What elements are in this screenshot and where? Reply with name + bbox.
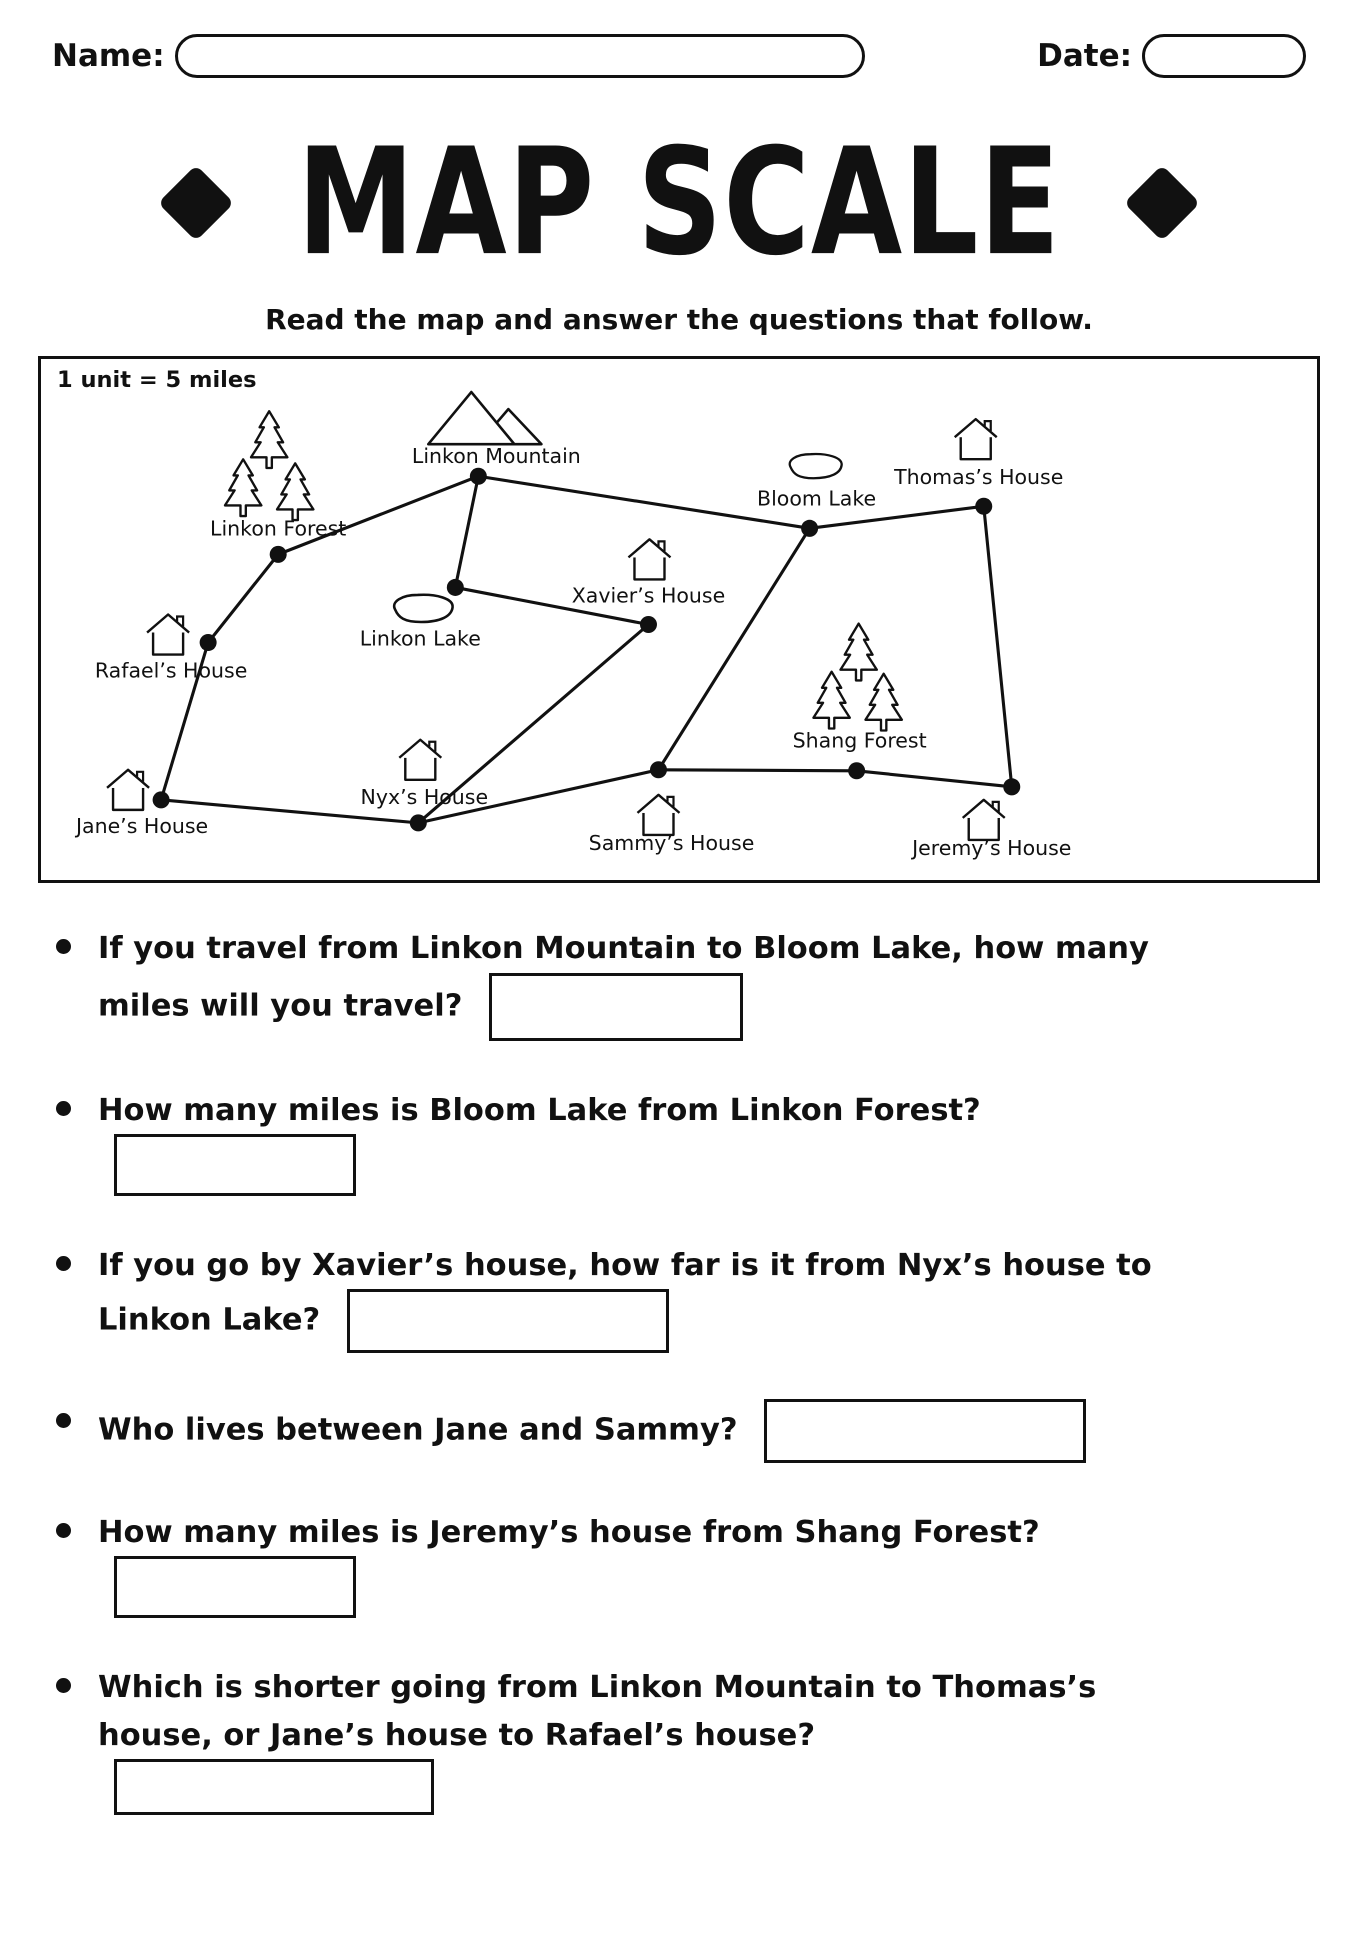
- diamond-icon: [157, 164, 235, 241]
- map-box: 1 unit = 5 miles: [38, 356, 1320, 884]
- lake-icon: [392, 593, 455, 624]
- answer-box[interactable]: [489, 972, 744, 1041]
- answer-box[interactable]: [114, 1133, 356, 1196]
- pine-trees-icon: [812, 622, 904, 733]
- house-icon: [145, 613, 191, 657]
- bullet-icon: [56, 1255, 71, 1271]
- map-location-label: Jane’s House: [74, 814, 208, 838]
- question-item: Which is shorter going from Linkon Mount…: [54, 1664, 1298, 1815]
- title-row: MAP SCALE: [0, 116, 1358, 288]
- worksheet-page: Name: Date: MAP SCALE Read the map and a…: [0, 34, 1358, 1954]
- house-icon: [636, 794, 681, 837]
- mountain-icon: [427, 391, 543, 446]
- date-label: Date:: [1037, 38, 1132, 74]
- page-title: MAP SCALE: [296, 115, 1061, 289]
- house-icon: [953, 418, 998, 461]
- map-location-label: Rafael’s House: [95, 659, 247, 683]
- answer-box[interactable]: [764, 1399, 1087, 1464]
- bullet-icon: [56, 1523, 71, 1539]
- map-location-label: Jeremy’s House: [910, 836, 1071, 860]
- map-figure: 1 unit = 5 miles: [57, 367, 1071, 861]
- map-location-label: Linkon Lake: [360, 627, 481, 651]
- questions-section: If you travel from Linkon Mountain to Bl…: [54, 925, 1298, 1815]
- question-text: Who lives between Jane and Sammy?: [98, 1412, 738, 1448]
- question-item: If you travel from Linkon Mountain to Bl…: [54, 925, 1298, 1041]
- name-input[interactable]: [174, 34, 865, 78]
- map-location-label: Bloom Lake: [757, 487, 876, 511]
- bullet-icon: [56, 1100, 71, 1116]
- question-item: Who lives between Jane and Sammy?: [54, 1399, 1298, 1464]
- question-text: How many miles is Jeremy’s house from Sh…: [98, 1515, 1040, 1551]
- map-location-label: Shang Forest: [793, 729, 927, 753]
- map-location-label: Linkon Forest: [210, 517, 346, 541]
- answer-box[interactable]: [114, 1758, 434, 1815]
- question-text: How many miles is Bloom Lake from Linkon…: [98, 1092, 981, 1128]
- date-input[interactable]: [1142, 34, 1306, 78]
- map-location-label: Xavier’s House: [572, 584, 725, 608]
- name-label: Name:: [52, 38, 165, 74]
- bullet-icon: [56, 1413, 71, 1429]
- house-icon: [627, 538, 672, 582]
- instruction-text: Read the map and answer the questions th…: [265, 303, 1093, 337]
- question-text: Which is shorter going from Linkon Mount…: [98, 1670, 1097, 1753]
- house-icon: [105, 768, 151, 812]
- map-location-label: Thomas’s House: [893, 466, 1063, 490]
- bullet-icon: [56, 939, 71, 955]
- map-location-label: Nyx’s House: [361, 785, 489, 809]
- header: Name: Date:: [52, 34, 1306, 78]
- bullet-icon: [56, 1678, 71, 1694]
- question-text: If you go by Xavier’s house, how far is …: [98, 1247, 1152, 1338]
- map-nodes: [152, 468, 1021, 832]
- map-location-label: Linkon Mountain: [412, 445, 581, 469]
- answer-box[interactable]: [346, 1289, 669, 1354]
- house-icon: [398, 738, 443, 782]
- question-text: If you travel from Linkon Mountain to Bl…: [98, 931, 1149, 1024]
- lake-icon: [788, 453, 843, 480]
- map-labels: Linkon Mountain Linkon Forest Thomas’s H…: [74, 445, 1071, 861]
- question-item: How many miles is Bloom Lake from Linkon…: [54, 1087, 1298, 1196]
- map-paths: [159, 475, 1014, 825]
- map-location-label: Sammy’s House: [589, 831, 755, 855]
- map-scale-note: 1 unit = 5 miles: [57, 367, 257, 393]
- diamond-icon: [1123, 164, 1201, 241]
- pine-trees-icon: [223, 410, 315, 522]
- question-item: If you go by Xavier’s house, how far is …: [54, 1242, 1298, 1354]
- question-item: How many miles is Jeremy’s house from Sh…: [54, 1509, 1298, 1619]
- answer-box[interactable]: [114, 1556, 356, 1619]
- house-icon: [961, 799, 1006, 842]
